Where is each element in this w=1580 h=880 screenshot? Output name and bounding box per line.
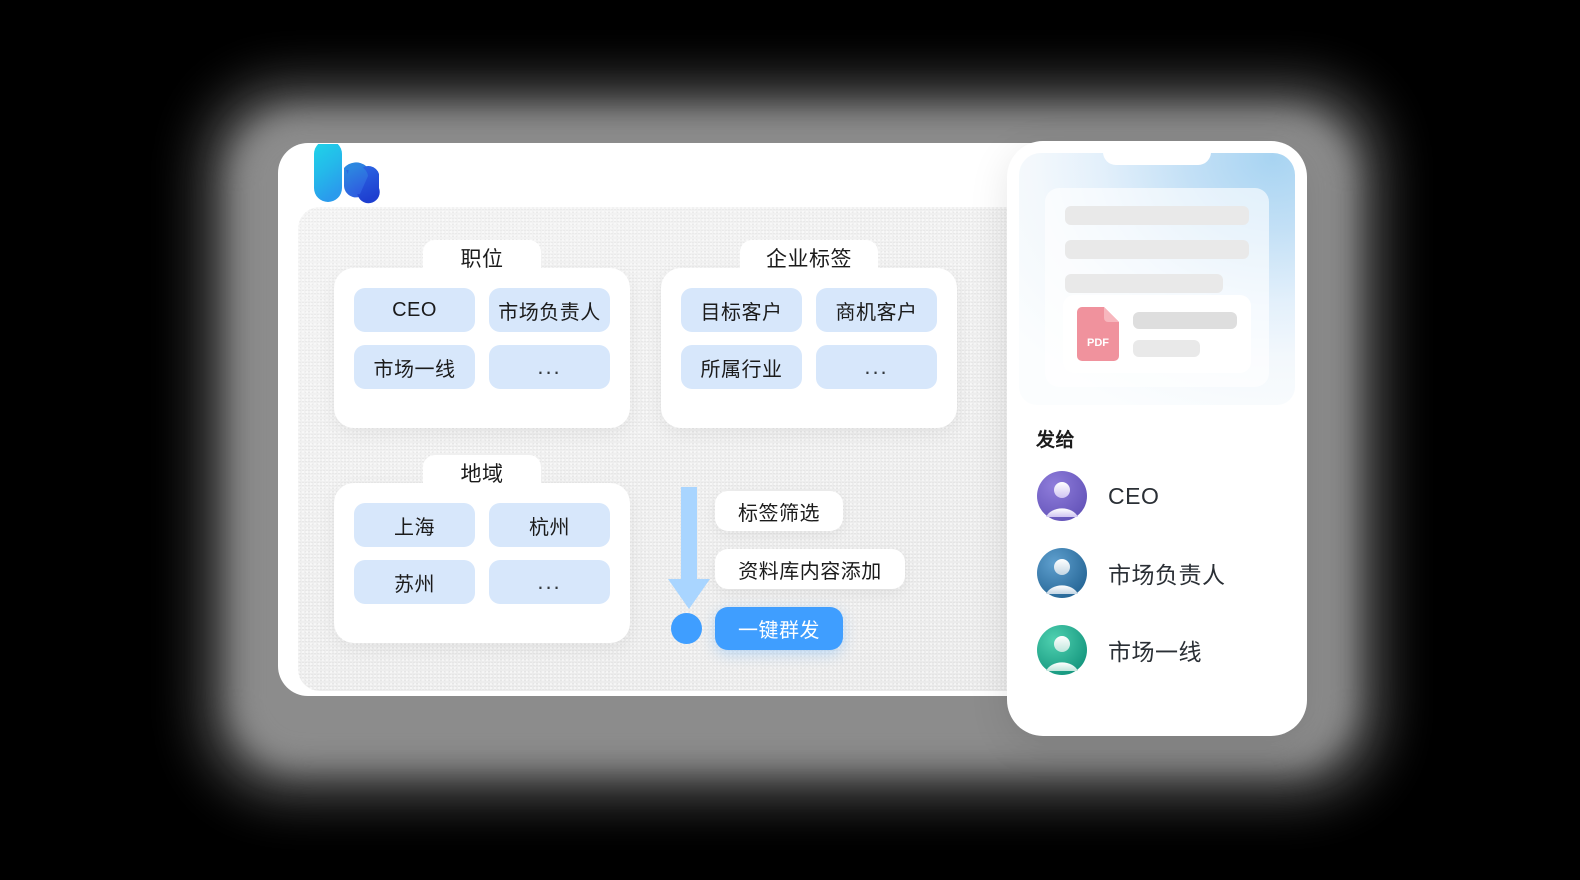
- chip-region-0[interactable]: 上海: [354, 503, 475, 547]
- chip-enterprise-2[interactable]: 所属行业: [681, 345, 802, 389]
- chip-region-2[interactable]: 苏州: [354, 560, 475, 604]
- group-title-tab-enterprise: 企业标签: [740, 240, 878, 281]
- chip-position-more[interactable]: ...: [489, 345, 610, 389]
- send-to-label: 发给: [1036, 430, 1076, 451]
- tag-group-region: 地域 上海 杭州 苏州 ...: [334, 455, 630, 643]
- w-logo: [294, 140, 390, 224]
- recipient-name-frontline: 市场一线: [1108, 639, 1202, 665]
- group-title-region: 地域: [460, 463, 504, 486]
- phone-screen: PDF: [1019, 153, 1295, 405]
- doc-line-3: [1065, 274, 1224, 293]
- group-title-position: 职位: [460, 248, 504, 271]
- chip-enterprise-0[interactable]: 目标客户: [681, 288, 802, 332]
- recipient-name-marketing-lead: 市场负责人: [1108, 562, 1226, 588]
- attachment-meta: [1133, 311, 1237, 357]
- recipient-row-frontline[interactable]: 市场一线: [1036, 622, 1287, 678]
- doc-line-2: [1065, 240, 1249, 259]
- group-title-enterprise: 企业标签: [766, 248, 852, 271]
- chip-list-region: 上海 杭州 苏州 ...: [334, 483, 630, 626]
- recipient-row-marketing-lead[interactable]: 市场负责人: [1036, 545, 1287, 601]
- avatar-icon-ceo: [1036, 470, 1088, 522]
- pdf-file-icon: PDF: [1077, 307, 1119, 361]
- doc-line-1: [1065, 206, 1249, 225]
- chip-position-1[interactable]: 市场负责人: [489, 288, 610, 332]
- arrow-endpoint-dot: [671, 613, 702, 644]
- chip-position-2[interactable]: 市场一线: [354, 345, 475, 389]
- chip-region-more[interactable]: ...: [489, 560, 610, 604]
- chip-enterprise-more[interactable]: ...: [816, 345, 937, 389]
- document-preview: PDF: [1045, 188, 1269, 387]
- svg-text:PDF: PDF: [1087, 337, 1109, 349]
- attachment-row[interactable]: PDF: [1063, 295, 1251, 373]
- phone-notch: [1103, 153, 1211, 165]
- down-arrow-icon: [668, 487, 710, 612]
- chip-list-enterprise: 目标客户 商机客户 所属行业 ...: [661, 268, 957, 411]
- tag-group-position: 职位 CEO 市场负责人 市场一线 ...: [334, 240, 630, 428]
- chip-position-0[interactable]: CEO: [354, 288, 475, 332]
- chip-region-1[interactable]: 杭州: [489, 503, 610, 547]
- recipient-name-ceo: CEO: [1108, 482, 1160, 509]
- tag-group-enterprise: 企业标签 目标客户 商机客户 所属行业 ...: [661, 240, 957, 428]
- group-title-tab-position: 职位: [423, 240, 541, 281]
- avatar-icon-marketing-lead: [1036, 547, 1088, 599]
- action-broadcast-button[interactable]: 一键群发: [715, 607, 843, 650]
- action-tag-filter[interactable]: 标签筛选: [715, 491, 843, 531]
- avatar-icon-frontline: [1036, 624, 1088, 676]
- attach-line-1: [1133, 311, 1237, 329]
- attach-line-2: [1133, 339, 1200, 357]
- action-library-add[interactable]: 资料库内容添加: [715, 549, 905, 589]
- group-title-tab-region: 地域: [423, 455, 541, 496]
- recipient-row-ceo[interactable]: CEO: [1036, 468, 1287, 524]
- phone-preview-card: PDF 发给: [1007, 141, 1307, 736]
- recipient-list: CEO: [1036, 468, 1287, 699]
- chip-list-position: CEO 市场负责人 市场一线 ...: [334, 268, 630, 411]
- chip-enterprise-1[interactable]: 商机客户: [816, 288, 937, 332]
